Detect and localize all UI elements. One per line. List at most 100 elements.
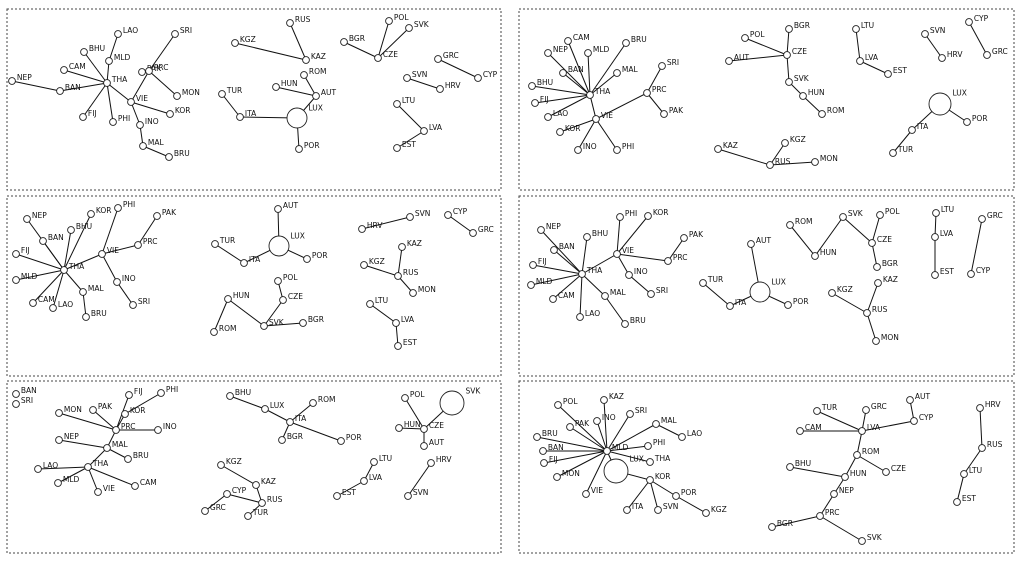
node-bhu	[226, 392, 234, 400]
node-est	[393, 144, 401, 152]
node-phi	[157, 389, 165, 397]
node-label-ino: INO	[145, 117, 159, 126]
node-label-tha: THA	[68, 262, 85, 271]
node-label-rom: ROM	[219, 324, 237, 333]
node-label-svn: SVN	[930, 26, 946, 35]
node-label-mon: MON	[418, 285, 436, 294]
node-tha	[578, 270, 586, 278]
node-vie	[94, 488, 102, 496]
node-lao	[114, 30, 122, 38]
edge-ita-tur	[892, 129, 913, 154]
node-kor	[166, 110, 174, 118]
node-lao	[678, 433, 686, 441]
node-cze	[279, 296, 287, 304]
edge-kor-vie	[559, 118, 597, 133]
node-label-grc: GRC	[992, 47, 1008, 56]
edge-lva-rom	[856, 430, 863, 456]
edge-rom-hun	[844, 454, 858, 478]
node-label-svn: SVN	[413, 488, 429, 497]
node-por	[337, 437, 345, 445]
node-kgz	[217, 461, 225, 469]
node-label-kgz: KGZ	[369, 257, 385, 266]
node-rom	[853, 451, 861, 459]
node-kor	[87, 210, 95, 218]
edge-vie-ino	[616, 253, 630, 276]
node-mld	[54, 479, 62, 487]
node-ltu	[852, 25, 860, 33]
node-label-ino: INO	[602, 413, 616, 422]
edge-svk-cze	[377, 27, 410, 59]
node-label-svk: SVK	[269, 318, 285, 327]
node-ita	[240, 259, 248, 267]
edge-kgz-rus	[769, 142, 786, 166]
node-tur	[218, 90, 226, 98]
edge-vie-prc	[616, 253, 669, 262]
node-ltu	[370, 458, 378, 466]
node-svn	[403, 74, 411, 82]
edge-ino-sri	[628, 274, 652, 295]
node-label-cyp: CYP	[483, 70, 498, 79]
edge-mal-tha	[63, 269, 84, 293]
node-label-ltu: LTU	[402, 96, 415, 105]
node-nep	[23, 215, 31, 223]
node-cam	[29, 299, 37, 307]
edge-hun-svk	[814, 216, 844, 257]
edge-fij-tha	[15, 253, 65, 271]
node-label-mon: MON	[562, 469, 580, 478]
edge-ino-sri	[116, 281, 134, 306]
edge-mal-tha	[581, 273, 606, 297]
edge-tha-mld	[606, 450, 651, 463]
edge-mal-bru	[142, 145, 170, 158]
edge-prc-pak	[646, 92, 665, 115]
edge-rom-hun	[789, 224, 816, 257]
node-mld	[105, 57, 113, 65]
edge-sri-mld	[606, 413, 631, 452]
node-label-pak: PAK	[147, 64, 162, 73]
edge-hrv-svn	[361, 216, 411, 230]
node-aut	[725, 57, 733, 65]
edge-hrv-rus	[979, 407, 983, 449]
node-label-tur: TUR	[707, 275, 723, 284]
node-pol	[274, 277, 282, 285]
edge-lao-tha	[579, 273, 583, 318]
node-label-bru: BRU	[174, 149, 190, 158]
node-vie	[592, 115, 600, 123]
node-phi	[613, 146, 621, 154]
node-label-ino: INO	[122, 274, 136, 283]
node-label-pak: PAK	[162, 208, 177, 217]
node-label-mld: MLD	[63, 475, 80, 484]
node-label-svk: SVK	[867, 533, 883, 542]
node-lao	[544, 113, 552, 121]
edge-bru-mld	[536, 436, 608, 452]
node-label-cyp: CYP	[919, 413, 934, 422]
node-por	[784, 301, 792, 309]
edge-fij-tha	[82, 82, 108, 118]
node-label-bgr: BGR	[882, 259, 898, 268]
node-label-vie: VIE	[107, 246, 119, 255]
node-label-cze: CZE	[383, 50, 398, 59]
node-ino	[574, 146, 582, 154]
node-bru	[124, 455, 132, 463]
node-ltu	[366, 300, 374, 308]
node-ita	[623, 506, 631, 514]
node-est	[333, 492, 341, 500]
edge-kgz-kaz	[220, 464, 257, 486]
node-label-pol: POL	[283, 273, 298, 282]
node-label-hun: HUN	[850, 469, 867, 478]
edge-lux-ita	[264, 408, 291, 423]
edge-nep-prc	[819, 493, 835, 517]
node-kaz	[398, 243, 406, 251]
node-label-cam: CAM	[69, 62, 86, 71]
node-label-cyp: CYP	[974, 14, 989, 23]
node-label-rom: ROM	[827, 106, 845, 115]
edge-tha-vie	[87, 466, 99, 493]
node-rus	[286, 19, 294, 27]
node-svn	[406, 213, 414, 221]
node-label-kgz: KGZ	[837, 285, 853, 294]
node-label-lva: LVA	[940, 229, 954, 238]
node-sri	[12, 400, 20, 408]
node-label-ita: ITA	[245, 109, 257, 118]
node-label-hun: HUN	[808, 88, 825, 97]
node-label-rom: ROM	[862, 447, 880, 456]
node-kgz	[702, 509, 710, 517]
